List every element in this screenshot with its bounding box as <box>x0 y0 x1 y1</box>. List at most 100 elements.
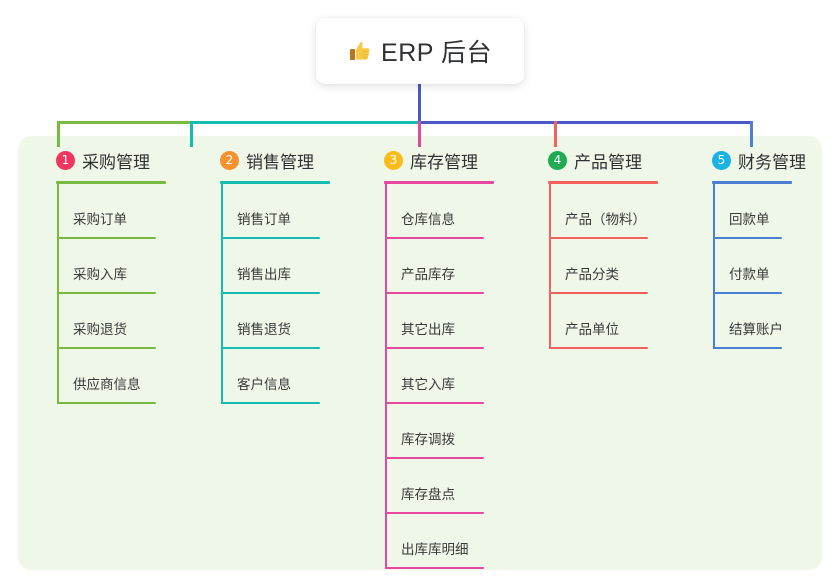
menu-item-label: 库存调拨 <box>401 432 455 447</box>
menu-item[interactable]: 销售订单 <box>200 184 375 239</box>
menu-item-label: 采购退货 <box>73 322 127 337</box>
menu-item-label: 结算账户 <box>729 322 783 337</box>
menu-item[interactable]: 库存调拨 <box>364 404 539 459</box>
column-index-badge: 2 <box>220 150 239 170</box>
menu-item[interactable]: 库存盘点 <box>364 459 539 514</box>
column-title: 财务管理 <box>738 152 806 172</box>
menu-item[interactable]: 结算账户 <box>692 294 837 349</box>
menu-item-label: 其它入库 <box>401 377 455 392</box>
column-库存管理: 3 库存管理仓库信息产品库存其它出库其它入库库存调拨库存盘点出库库明细 <box>364 148 539 569</box>
menu-item-label: 产品分类 <box>565 267 619 282</box>
column-item-list: 回款单付款单结算账户 <box>692 184 837 349</box>
menu-item-label: 产品单位 <box>565 322 619 337</box>
connector-drop-2 <box>190 121 193 147</box>
menu-item-label: 销售退货 <box>237 322 291 337</box>
menu-item-label: 产品（物料） <box>565 212 646 227</box>
column-header-1[interactable]: 1 采购管理 <box>36 148 211 172</box>
menu-item-rule <box>221 402 320 404</box>
column-销售管理: 2 销售管理销售订单销售出库销售退货客户信息 <box>200 148 375 404</box>
menu-item-rule <box>221 292 320 294</box>
column-spine <box>57 184 59 404</box>
column-item-list: 产品（物料） 产品分类产品单位 <box>528 184 703 349</box>
connector-drop-1 <box>57 121 60 147</box>
column-rule <box>220 181 330 184</box>
menu-item[interactable]: 采购入库 <box>36 239 211 294</box>
column-title: 产品管理 <box>574 152 642 172</box>
column-index-badge: 5 <box>712 150 731 170</box>
menu-item[interactable]: 仓库信息 <box>364 184 539 239</box>
diagram-panel <box>18 136 822 570</box>
menu-item-label: 付款单 <box>729 267 770 282</box>
column-title: 采购管理 <box>82 152 150 172</box>
menu-item-label: 库存盘点 <box>401 487 455 502</box>
menu-item-rule <box>549 347 648 349</box>
column-index-badge: 1 <box>56 150 75 170</box>
menu-item-rule <box>385 457 484 459</box>
thumbs-up-icon <box>348 39 372 63</box>
column-spine <box>385 184 387 569</box>
connector-stem <box>418 82 421 124</box>
menu-item-rule <box>385 567 484 569</box>
menu-item-rule <box>549 292 648 294</box>
menu-item-label: 出库库明细 <box>401 542 469 557</box>
menu-item-rule <box>385 347 484 349</box>
column-采购管理: 1 采购管理采购订单采购入库采购退货供应商信息 <box>36 148 211 404</box>
menu-item[interactable]: 出库库明细 <box>364 514 539 569</box>
menu-item-rule <box>385 402 484 404</box>
menu-item-label: 供应商信息 <box>73 377 141 392</box>
menu-item-rule <box>385 512 484 514</box>
menu-item[interactable]: 产品库存 <box>364 239 539 294</box>
menu-item[interactable]: 采购退货 <box>36 294 211 349</box>
menu-item-label: 仓库信息 <box>401 212 455 227</box>
menu-item-label: 采购订单 <box>73 212 127 227</box>
column-header-4[interactable]: 4 产品管理 <box>528 148 703 172</box>
column-index-badge: 4 <box>548 150 567 170</box>
menu-item[interactable]: 供应商信息 <box>36 349 211 404</box>
column-header-3[interactable]: 3 库存管理 <box>364 148 539 172</box>
menu-item-rule <box>57 402 156 404</box>
menu-item-rule <box>385 237 484 239</box>
connector-bus-mid <box>190 121 418 124</box>
column-header-5[interactable]: 5 财务管理 <box>692 148 837 172</box>
page-title: ERP 后台 <box>381 39 492 67</box>
column-spine <box>221 184 223 404</box>
column-rule <box>712 181 792 184</box>
menu-item[interactable]: 产品分类 <box>528 239 703 294</box>
menu-item-label: 产品库存 <box>401 267 455 282</box>
menu-item-rule <box>57 292 156 294</box>
menu-item-label: 回款单 <box>729 212 770 227</box>
column-index-badge: 3 <box>384 150 403 170</box>
menu-item[interactable]: 其它出库 <box>364 294 539 349</box>
menu-item[interactable]: 采购订单 <box>36 184 211 239</box>
menu-item[interactable]: 回款单 <box>692 184 837 239</box>
column-header-2[interactable]: 2 销售管理 <box>200 148 375 172</box>
menu-item[interactable]: 客户信息 <box>200 349 375 404</box>
connector-bus-left <box>57 121 190 124</box>
column-财务管理: 5 财务管理回款单付款单结算账户 <box>692 148 837 349</box>
menu-item-rule <box>57 237 156 239</box>
menu-item-label: 客户信息 <box>237 377 291 392</box>
menu-item[interactable]: 产品（物料） <box>528 184 703 239</box>
connector-drop-5 <box>750 121 753 147</box>
connector-drop-4 <box>554 121 557 147</box>
column-title: 库存管理 <box>410 152 478 172</box>
diagram-title-card: ERP 后台 <box>316 18 524 84</box>
menu-item[interactable]: 其它入库 <box>364 349 539 404</box>
menu-item-label: 采购入库 <box>73 267 127 282</box>
menu-item-rule <box>549 237 648 239</box>
menu-item-rule <box>221 237 320 239</box>
menu-item[interactable]: 产品单位 <box>528 294 703 349</box>
column-title: 销售管理 <box>246 152 314 172</box>
menu-item[interactable]: 销售退货 <box>200 294 375 349</box>
column-rule <box>56 181 166 184</box>
connector-bus-right <box>418 121 753 124</box>
column-item-list: 采购订单采购入库采购退货供应商信息 <box>36 184 211 404</box>
column-spine <box>713 184 715 349</box>
menu-item-rule <box>57 347 156 349</box>
menu-item[interactable]: 销售出库 <box>200 239 375 294</box>
menu-item-rule <box>385 292 484 294</box>
column-item-list: 仓库信息产品库存其它出库其它入库库存调拨库存盘点出库库明细 <box>364 184 539 569</box>
menu-item-rule <box>221 347 320 349</box>
menu-item[interactable]: 付款单 <box>692 239 837 294</box>
